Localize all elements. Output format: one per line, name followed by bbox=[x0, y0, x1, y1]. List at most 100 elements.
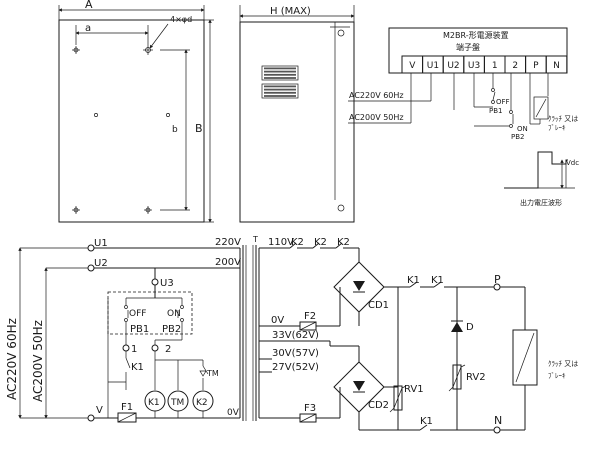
fuse-f1 bbox=[117, 412, 137, 423]
vert-label-50: AC200V 50Hz bbox=[31, 320, 45, 402]
label-pb1: PB1 bbox=[130, 324, 149, 335]
label-d: D bbox=[466, 322, 474, 333]
terminal-label: P bbox=[533, 61, 539, 71]
mounting-hole bbox=[72, 46, 80, 54]
pb1-label: PB1 bbox=[489, 107, 502, 115]
supply-label-200: AC200V 50Hz bbox=[349, 113, 404, 122]
label-k1-a: K1 bbox=[407, 275, 420, 286]
pb2-label: PB2 bbox=[511, 133, 524, 141]
label-27v: 27V(52V) bbox=[272, 362, 319, 373]
load-coil bbox=[512, 329, 538, 386]
label-u2: U2 bbox=[94, 258, 108, 269]
label-0v-left: 0V bbox=[227, 408, 240, 418]
mounting-hole bbox=[144, 206, 152, 214]
load-label: ｸﾗｯﾁ 又は bbox=[548, 115, 578, 123]
k2-contact bbox=[289, 242, 297, 249]
varistor-rv1 bbox=[389, 385, 407, 413]
varistor-rv2 bbox=[448, 364, 466, 392]
pb2-state-label: ON bbox=[517, 125, 528, 133]
front-view-outline bbox=[58, 19, 205, 223]
label-on: ON bbox=[167, 309, 181, 319]
terminal-label: N bbox=[553, 61, 560, 71]
label-220v: 220V bbox=[215, 237, 241, 248]
terminal-label: U3 bbox=[468, 61, 480, 71]
fuse-f2 bbox=[299, 321, 317, 331]
label-pb2: PB2 bbox=[162, 324, 181, 335]
louver-slat bbox=[264, 70, 296, 73]
vent-louver-fill bbox=[264, 67, 296, 97]
label-p: P bbox=[494, 273, 501, 286]
device-title: M2BR-形電源装置 bbox=[443, 30, 509, 40]
label-33v: 33V(62V) bbox=[272, 330, 319, 341]
label-rv1: RV1 bbox=[404, 384, 424, 395]
vdc-label: Vdc bbox=[566, 159, 579, 167]
label-200v: 200V bbox=[215, 257, 241, 268]
label-node-2: 2 bbox=[165, 344, 171, 355]
label-coil-k1: K1 bbox=[148, 398, 160, 408]
louver-slat bbox=[264, 73, 296, 76]
label-u1: U1 bbox=[94, 238, 108, 249]
transformer: T bbox=[239, 235, 260, 421]
terminal-u3 bbox=[151, 278, 159, 286]
label-k2-c: K2 bbox=[337, 237, 350, 248]
label-f3: F3 bbox=[304, 403, 316, 414]
vert-label-60: AC220V 60Hz bbox=[5, 318, 19, 400]
circuit-schematic: AC220V 60Hz AC200V 50Hz U1 220V U2 200V … bbox=[5, 235, 578, 434]
louver-slat bbox=[264, 91, 296, 94]
dim-label-a: a bbox=[85, 23, 91, 34]
fuse-f3 bbox=[299, 413, 317, 423]
label-load-2: ﾌﾞﾚｰｷ bbox=[548, 372, 566, 380]
front-view-drawing: A a 4×φd b B bbox=[58, 0, 214, 223]
terminal-row: V U1 U2 U3 1 2 P N bbox=[401, 55, 568, 74]
label-u3: U3 bbox=[160, 278, 174, 289]
label-node-1: 1 bbox=[131, 344, 137, 355]
terminal-2 bbox=[151, 344, 159, 352]
load-coil-symbol bbox=[533, 96, 549, 120]
diode-d bbox=[451, 320, 463, 332]
label-k2-b: K2 bbox=[314, 237, 327, 248]
mounting-hole bbox=[72, 206, 80, 214]
terminal-label: U1 bbox=[427, 61, 439, 71]
louver-slat bbox=[264, 67, 296, 70]
mounting-hole bbox=[94, 113, 170, 117]
vent-louver bbox=[261, 65, 299, 99]
label-coil-tm: TM bbox=[170, 398, 184, 408]
label-0v-right: 0V bbox=[271, 315, 284, 326]
label-k2-a: K2 bbox=[291, 237, 304, 248]
terminal-label: U2 bbox=[447, 61, 459, 71]
pb1-state-label: OFF bbox=[496, 98, 510, 106]
terminal-cell bbox=[545, 55, 568, 74]
dim-label-B: B bbox=[195, 122, 203, 135]
dim-label-H: H (MAX) bbox=[270, 6, 311, 17]
output-waveform: Vdc 出力電圧波形 bbox=[504, 151, 579, 207]
side-view-outline bbox=[239, 21, 355, 223]
louver-slat bbox=[264, 95, 296, 97]
terminal-v bbox=[87, 414, 95, 422]
label-coil-k2: K2 bbox=[196, 398, 208, 408]
terminal-label: V bbox=[409, 61, 416, 71]
label-off: OFF bbox=[129, 309, 146, 319]
louver-slat bbox=[264, 88, 296, 91]
label-k1-b: K1 bbox=[431, 275, 444, 286]
dim-label-b: b bbox=[172, 125, 178, 135]
dim-label-A: A bbox=[85, 0, 93, 11]
label-cd2: CD2 bbox=[368, 400, 389, 411]
side-view-drawing: H (MAX) bbox=[239, 5, 355, 223]
label-110v: 110V bbox=[268, 237, 294, 248]
terminal-1 bbox=[122, 344, 130, 352]
label-f2: F2 bbox=[304, 311, 316, 322]
label-rv2: RV2 bbox=[466, 372, 486, 383]
waveform-caption: 出力電圧波形 bbox=[520, 198, 562, 207]
k2-contact bbox=[335, 242, 343, 249]
label-k1-c: K1 bbox=[420, 416, 433, 427]
label-k1-contact: K1 bbox=[131, 362, 144, 373]
label-transformer: T bbox=[252, 235, 258, 244]
louver-slat bbox=[264, 85, 296, 88]
mounting-hole bbox=[143, 45, 153, 55]
terminal-block-title: 端子盤 bbox=[456, 42, 480, 52]
terminal-label: 2 bbox=[512, 61, 518, 71]
terminal-label: 1 bbox=[492, 61, 498, 71]
